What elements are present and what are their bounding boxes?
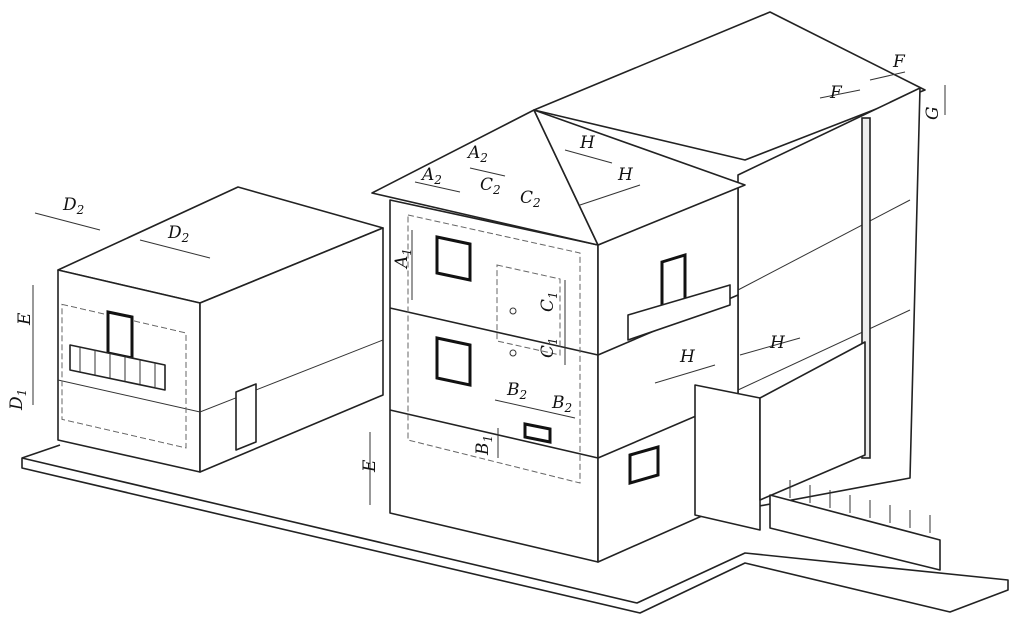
balcony-main	[627, 284, 731, 341]
label-a1: A1	[392, 248, 414, 270]
label-c1-upper: C1	[538, 291, 560, 312]
label-g: G	[923, 106, 943, 120]
main-building	[371, 109, 746, 563]
rear-building	[533, 11, 926, 511]
label-d2-left: D2	[62, 195, 84, 217]
label-a2-left: A2	[420, 165, 442, 187]
label-h-roof-2: H	[617, 165, 634, 185]
balcony-left	[69, 344, 166, 391]
ground-slab	[21, 444, 1009, 614]
label-e-left: E	[15, 312, 35, 326]
dimension-labels: D2 D2 E D1 A2 A2 C2 C2 A1 C1 C1 B2 B2 B1…	[7, 52, 943, 473]
label-c2-right: C2	[520, 188, 541, 210]
drainpipe	[861, 117, 871, 459]
annex	[694, 341, 941, 571]
label-f-left: F	[829, 83, 843, 103]
label-d2-right: D2	[167, 223, 189, 245]
label-c2-left: C2	[480, 175, 501, 197]
label-b2-right: B2	[551, 393, 572, 415]
left-building	[57, 186, 384, 473]
label-a2-right: A2	[466, 143, 488, 165]
label-e-main: E	[360, 459, 380, 473]
label-c1-lower: C1	[538, 337, 560, 358]
label-b1: B1	[473, 435, 495, 456]
label-f-right: F	[892, 52, 906, 72]
label-h-roof-1: H	[579, 133, 596, 153]
label-d1: D1	[7, 389, 29, 411]
label-h-annex-2: H	[769, 333, 786, 353]
low-wall	[769, 494, 941, 571]
label-b2-left: B2	[506, 380, 527, 402]
label-h-annex-1: H	[679, 347, 696, 367]
dimension-lines	[32, 71, 946, 505]
